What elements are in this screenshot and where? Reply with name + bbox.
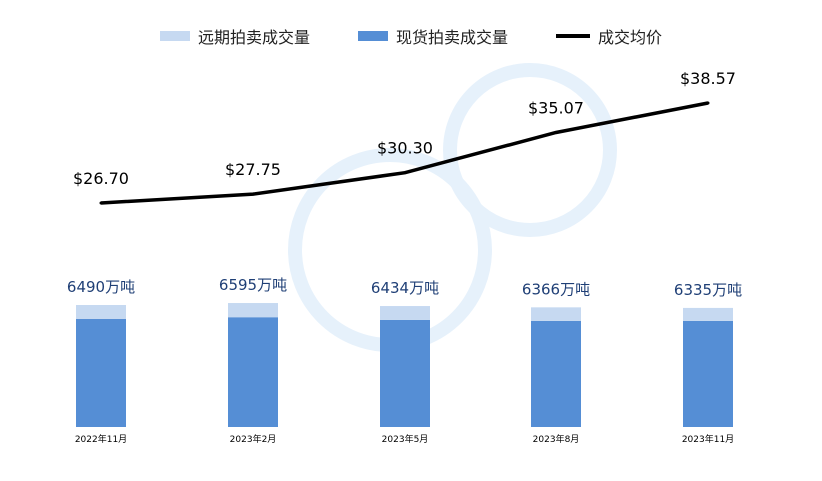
x-tick-label: 2023年2月 [230, 433, 277, 445]
legend-label: 远期拍卖成交量 [197, 28, 310, 47]
bar-total-label: 6335万吨 [674, 281, 742, 299]
x-tick-label: 2023年5月 [382, 433, 429, 445]
price-label: $30.30 [377, 139, 433, 158]
bar-spot [380, 319, 430, 427]
price-point [706, 101, 710, 105]
bar-forward [380, 306, 430, 320]
bar-total-label: 6490万吨 [67, 278, 135, 296]
x-tick-label: 2023年11月 [682, 433, 734, 445]
bar-forward [228, 303, 278, 318]
bar-forward [76, 305, 126, 320]
bar-total-label: 6366万吨 [522, 280, 590, 298]
legend-item-forward[interactable]: 远期拍卖成交量 [159, 24, 310, 48]
bar-spot [683, 320, 733, 427]
legend-label: 成交均价 [598, 28, 663, 47]
legend-label: 现货拍卖成交量 [395, 28, 508, 47]
bar-spot [76, 319, 126, 427]
legend-line [556, 34, 590, 38]
legend-item-price[interactable]: 成交均价 [556, 24, 662, 48]
price-label: $27.75 [225, 160, 281, 179]
x-tick-label: 2022年11月 [75, 433, 127, 445]
legend: 远期拍卖成交量 现货拍卖成交量 成交均价 [0, 24, 822, 48]
price-point [99, 201, 103, 205]
price-point [251, 192, 255, 196]
legend-item-spot[interactable]: 现货拍卖成交量 [357, 24, 508, 48]
bar-spot [228, 317, 278, 427]
price-point [554, 130, 558, 134]
legend-swatch [357, 31, 388, 41]
bar-forward [683, 307, 733, 321]
price-label: $35.07 [528, 98, 584, 117]
x-tick-label: 2023年8月 [533, 433, 580, 445]
bar-spot [531, 320, 581, 427]
bar-total-label: 6434万吨 [371, 279, 439, 297]
bar-total-label: 6595万吨 [219, 276, 287, 294]
legend-swatch [159, 31, 190, 41]
price-label: $26.70 [73, 169, 129, 188]
bar-forward [531, 307, 581, 321]
price-label: $38.57 [680, 69, 736, 88]
price-point [403, 171, 407, 175]
